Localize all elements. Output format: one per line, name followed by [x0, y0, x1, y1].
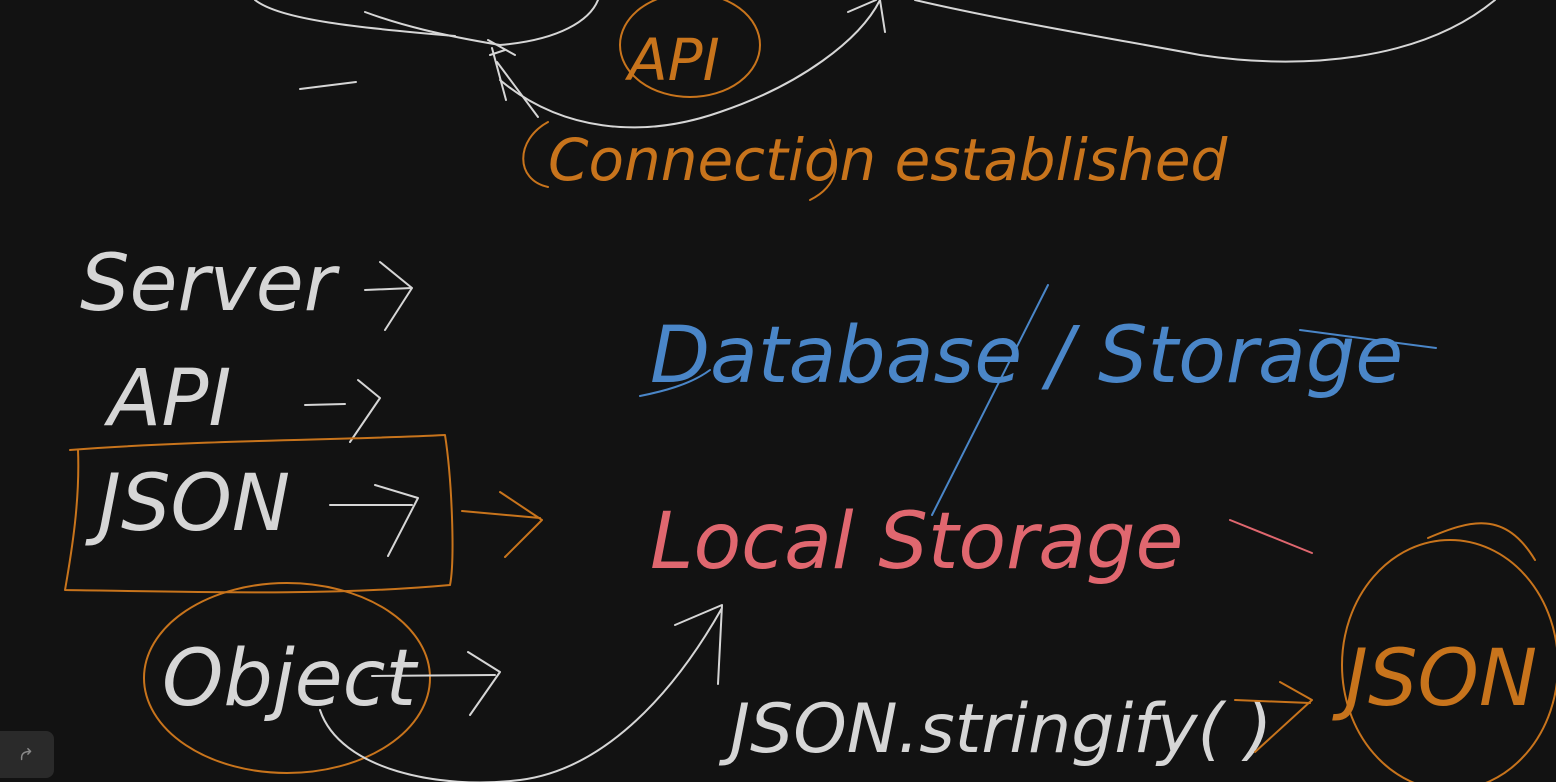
connection-label: Connection established [548, 126, 1229, 194]
local-storage-note: Local Storage [650, 497, 1313, 587]
api-label: API [103, 354, 231, 444]
api-item: API [103, 354, 381, 444]
object-label: Object [162, 634, 418, 724]
connection-annotation: Connection established [522, 121, 1229, 201]
database-storage-note: Database / Storage [639, 284, 1437, 516]
database-storage-label: Database / Storage [650, 311, 1403, 401]
json-right-node: JSON [1332, 522, 1556, 782]
redo-icon [20, 747, 32, 760]
json-box-label: JSON [85, 459, 290, 549]
object-node: Object [143, 582, 723, 782]
redo-button[interactable] [0, 731, 54, 778]
json-right-label: JSON [1332, 634, 1537, 724]
top-white-connectors [254, 0, 1496, 129]
api-circle-node: API [619, 0, 761, 98]
stringify-label: JSON.stringify( ) [718, 690, 1272, 769]
stringify-note: JSON.stringify( ) [718, 681, 1313, 769]
server-label: Server [80, 239, 341, 329]
server-item: Server [80, 239, 413, 331]
api-circle-label: API [624, 26, 720, 94]
json-box: JSON [64, 434, 543, 594]
local-storage-label: Local Storage [650, 497, 1184, 587]
